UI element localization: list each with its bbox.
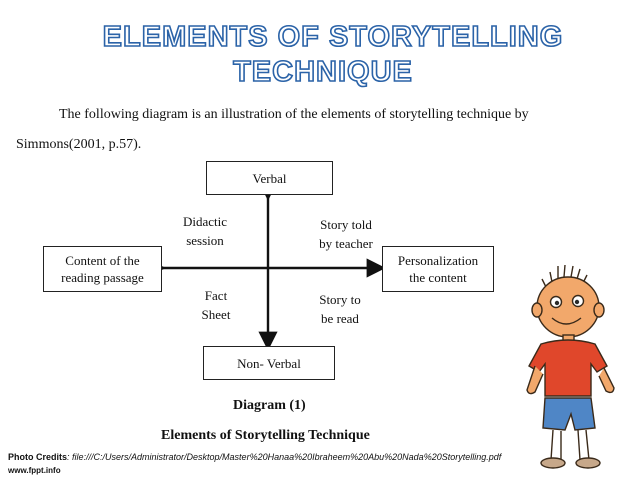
site-watermark: www.fppt.info	[8, 466, 61, 475]
diagram-caption: Diagram (1)	[233, 398, 306, 413]
story-told-line2: by teacher	[319, 236, 373, 251]
personalization-label-line1: Personalization	[397, 253, 479, 268]
content-label-line2: reading passage	[61, 270, 144, 285]
story-read-line1: Story to	[319, 292, 361, 307]
intro-text-line1: The following diagram is an illustration…	[59, 107, 529, 122]
story-told-line1: Story told	[320, 217, 372, 232]
content-box: Content of the reading passage	[43, 246, 162, 292]
fact-line2: Sheet	[201, 307, 231, 322]
personalization-label-line2: the content	[409, 270, 467, 285]
content-label-line1: Content of the	[65, 253, 140, 268]
quadrant-bottom-left: Fact Sheet	[186, 286, 246, 324]
quadrant-top-right: Story told by teacher	[311, 215, 381, 253]
verbal-label: Verbal	[252, 170, 287, 186]
verbal-box: Verbal	[206, 161, 333, 195]
slide-title-line2: TECHNIQUE	[232, 55, 413, 89]
didactic-line2: session	[186, 233, 224, 248]
quadrant-bottom-right: Story to be read	[307, 290, 373, 328]
photo-credits-path: : file:///C:/Users/Administrator/Desktop…	[67, 452, 502, 462]
photo-credits: Photo Credits: file:///C:/Users/Administ…	[8, 452, 501, 462]
personalization-box: Personalization the content	[382, 246, 494, 292]
fact-line1: Fact	[204, 288, 228, 303]
didactic-line1: Didactic	[182, 214, 228, 229]
non-verbal-box: Non- Verbal	[203, 346, 335, 380]
story-read-line2: be read	[321, 311, 359, 326]
quadrant-top-left: Didactic session	[172, 212, 238, 250]
slide-title-line1: ELEMENTS OF STORYTELLING	[102, 20, 564, 54]
photo-credits-label: Photo Credits	[8, 452, 68, 462]
intro-text-line2: Simmons(2001, p.57).	[16, 137, 142, 152]
diagram-subcaption: Elements of Storytelling Technique	[161, 428, 370, 443]
non-verbal-label: Non- Verbal	[237, 355, 301, 371]
